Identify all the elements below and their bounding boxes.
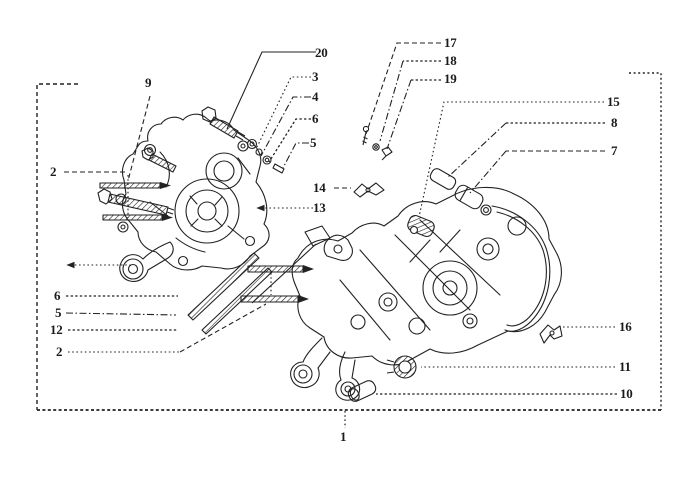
part-callout-14: 14 <box>313 180 326 195</box>
part-callout-11: 11 <box>619 359 631 374</box>
part-callout-12: 12 <box>50 322 63 337</box>
part-callout-2-lower: 2 <box>56 344 63 359</box>
part-callout-18: 18 <box>444 53 457 68</box>
part-callout-19: 19 <box>444 71 457 86</box>
right-side-parts <box>347 125 563 402</box>
part-callout-13: 13 <box>313 200 326 215</box>
part-callout-1-assembly: 1 <box>340 429 347 444</box>
part-callout-15: 15 <box>607 94 620 109</box>
part-callout-9: 9 <box>145 75 152 90</box>
part-callout-4: 4 <box>312 89 319 104</box>
callout-leader-lines <box>64 42 617 395</box>
part-callout-16: 16 <box>619 319 632 334</box>
left-crankcase-half <box>115 113 270 282</box>
part-callout-6-upper: 6 <box>312 111 319 126</box>
part-callout-8: 8 <box>611 115 618 130</box>
part-callout-20: 20 <box>315 45 328 60</box>
part-callout-7: 7 <box>611 143 618 158</box>
part-callout-17: 17 <box>444 35 457 50</box>
left-side-fasteners <box>97 106 317 335</box>
assembly-frame <box>36 72 662 428</box>
part-callout-5-lower: 5 <box>55 305 62 320</box>
part-callout-10: 10 <box>620 386 633 401</box>
part-callout-5-upper: 5 <box>310 135 317 150</box>
right-crankcase-half <box>290 186 562 401</box>
part-callout-3: 3 <box>312 69 319 84</box>
part-callout-2-upper: 2 <box>50 164 57 179</box>
part-callout-6-lower: 6 <box>54 288 61 303</box>
